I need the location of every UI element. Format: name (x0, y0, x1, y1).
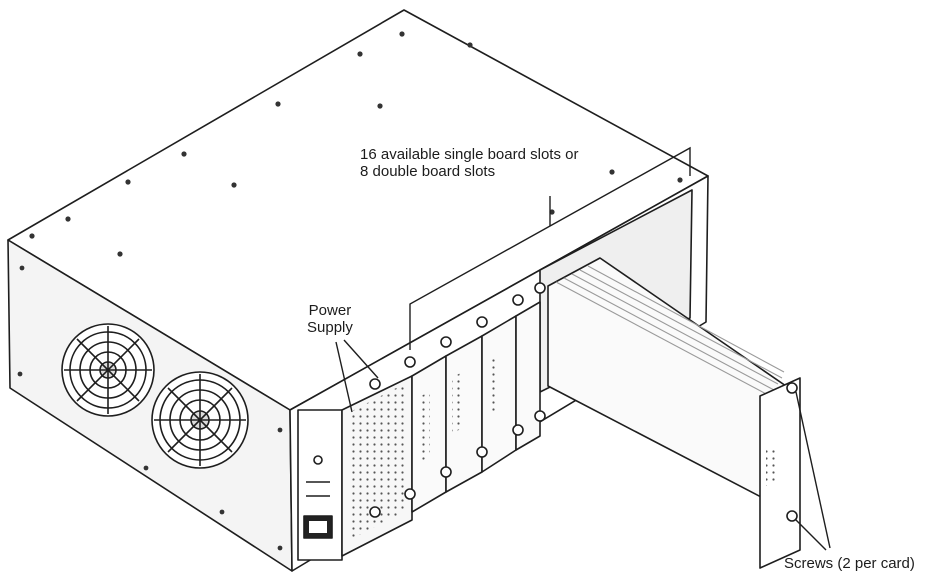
screws-label: Screws (2 per card) (784, 555, 915, 572)
slots-label-line-1: 16 available single board slots or (360, 146, 579, 163)
screws-leader-1 (795, 391, 831, 549)
top-screws (29, 31, 683, 257)
screws-leader-2 (795, 519, 827, 551)
side-screws (17, 265, 283, 551)
power-leader-2 (343, 339, 379, 379)
screw-icon (786, 382, 798, 522)
power-supply-vents (350, 384, 404, 540)
card-fins (555, 265, 785, 397)
pulled-card (547, 257, 801, 569)
power-leader-1 (335, 341, 353, 413)
power-label-line-1: Power (308, 302, 352, 319)
power-supply-label: Power Supply (307, 302, 353, 336)
power-label-line-2: Supply (307, 319, 353, 336)
slot-screws (369, 282, 546, 518)
slots-label-line-2: 8 double board slots (360, 163, 496, 180)
power-inlet-icon (303, 455, 333, 539)
installed-cards (411, 301, 541, 513)
slots-label: 16 available single board slots or 8 dou… (360, 146, 578, 180)
fan-grille-icon (151, 371, 249, 469)
chassis-body (7, 9, 801, 572)
callout-lines (335, 146, 831, 551)
fan-grille-icon (61, 323, 155, 417)
